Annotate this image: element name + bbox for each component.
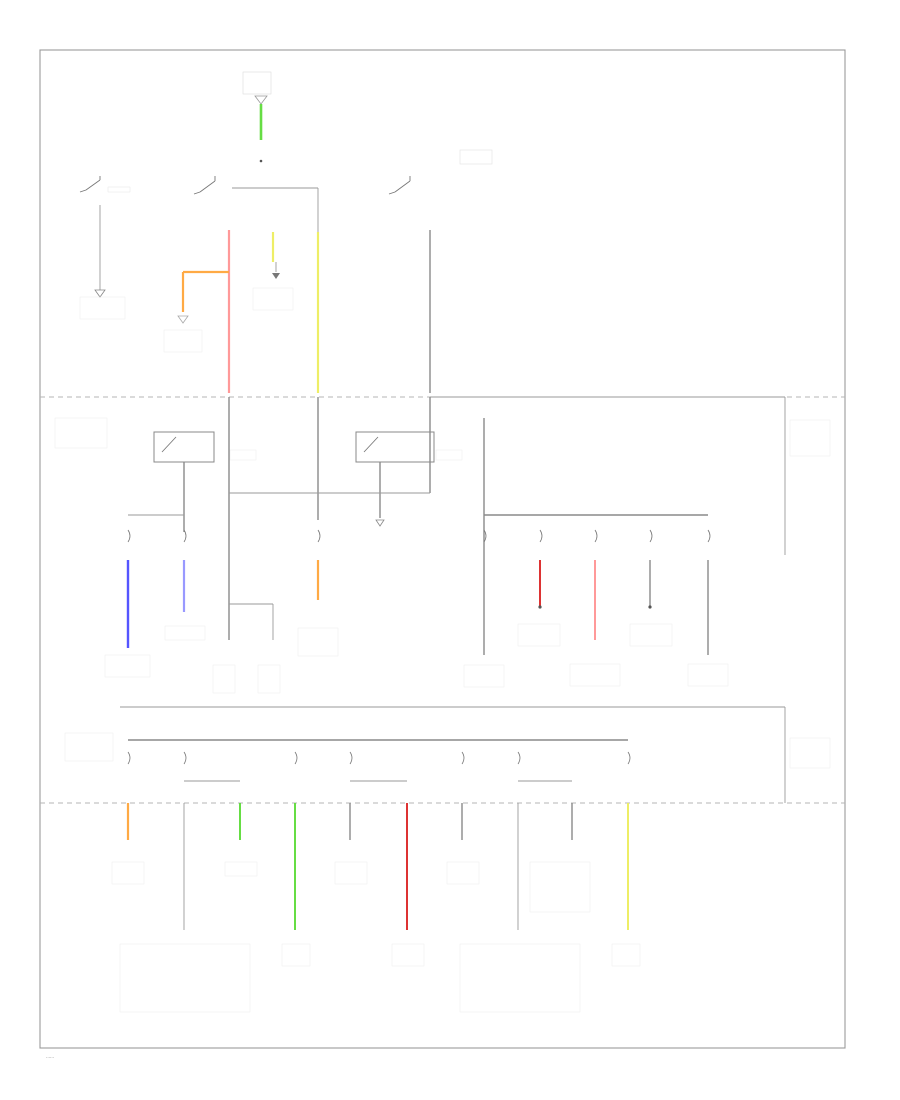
fuse-symbols-middle — [127, 529, 711, 543]
fuse-symbols-lower — [127, 751, 631, 765]
lower-output-labels — [111, 861, 641, 1013]
acc-ground-arrow — [94, 289, 106, 298]
middle-section — [54, 397, 729, 694]
ignition-switch-label — [459, 149, 493, 165]
top-section — [79, 71, 493, 393]
switch-acc — [79, 176, 101, 193]
right-branch-gray-1-term — [648, 605, 652, 609]
relay-1-box — [153, 431, 215, 463]
relay-1-label — [229, 449, 257, 461]
lower-section — [127, 739, 631, 782]
ign-ground-arrow — [177, 315, 189, 324]
lower-output-wires — [126, 803, 629, 930]
right-branch-red-term — [538, 605, 542, 609]
ipdm-2-label — [64, 732, 114, 762]
ign-short-ground — [272, 273, 280, 279]
fuse-box-1-label — [789, 419, 831, 457]
relay-2-box — [355, 431, 435, 463]
page-frame — [39, 49, 846, 1049]
diagram-code: ...... — [46, 1054, 54, 1059]
switch-ign — [193, 176, 216, 195]
battery-label-block — [242, 71, 272, 95]
ign-component-label — [163, 329, 203, 353]
switch-acc-label — [107, 186, 131, 193]
ipdm-label — [54, 417, 108, 449]
relay-2-label — [435, 449, 463, 461]
relay-2-ground — [375, 519, 385, 527]
battery-terminal-arrow — [254, 95, 268, 105]
middle-output-labels — [104, 623, 729, 694]
ign-short-component-label — [252, 287, 294, 311]
relay-1-contact — [161, 436, 177, 453]
acc-component-label — [79, 296, 126, 320]
switch-start — [388, 176, 411, 195]
battery-splice — [259, 159, 263, 163]
fuse-box-2-label — [789, 737, 831, 769]
relay-2-contact — [363, 436, 379, 453]
